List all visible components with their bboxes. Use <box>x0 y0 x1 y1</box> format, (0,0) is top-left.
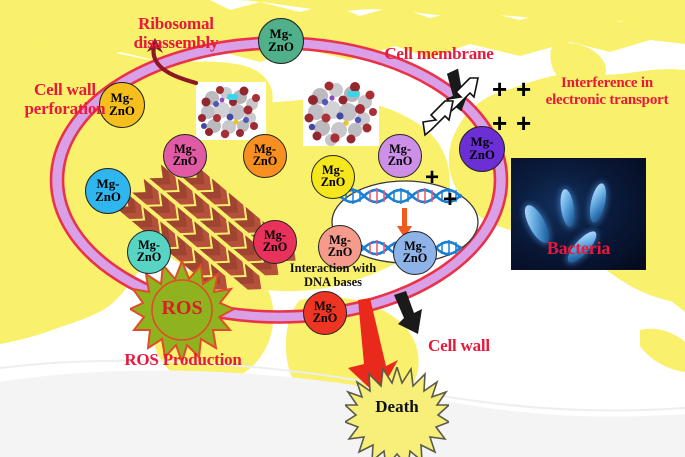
nanoparticle-gold-cellwall: Mg-ZnO <box>99 82 145 128</box>
nanoparticle-label-line: Mg- <box>404 239 426 254</box>
nanoparticle-label-line: ZnO <box>136 250 162 264</box>
nanoparticle-green-top: Mg-ZnO <box>258 18 304 64</box>
nanoparticle-label-line: ZnO <box>262 240 288 254</box>
nanoparticle-label-line: ZnO <box>402 251 428 265</box>
nanoparticle-crimson: Mg-ZnO <box>253 220 297 264</box>
nanoparticle-label-line: Mg- <box>470 135 494 150</box>
nanoparticle-red-bottom: Mg-ZnO <box>303 291 347 335</box>
positive-charge-symbol: + <box>492 74 508 104</box>
label-cell-wall-perforation: Cell wall perforation <box>24 80 106 119</box>
nanoparticle-label-line: Mg- <box>254 142 276 157</box>
positive-charge-symbol: + <box>516 74 532 104</box>
nanoparticle-label-line: ZnO <box>327 245 353 259</box>
nanoparticle-label-line: Mg- <box>389 142 411 157</box>
nanoparticle-salmon-dna: Mg-ZnO <box>318 225 362 269</box>
label-cell-wall: Cell wall <box>428 336 490 355</box>
nanoparticle-cyan-left: Mg-ZnO <box>85 168 131 214</box>
positive-charge-symbol: + <box>425 164 440 191</box>
ribosome-structure-left <box>196 82 266 140</box>
positive-charge-symbol: + <box>516 108 532 138</box>
ros-burst-star <box>130 259 234 363</box>
label-ribosomal-disassembly: Ribosomal disassembly <box>133 14 219 53</box>
label-cell-membrane: Cell membrane <box>384 44 494 63</box>
nanoparticle-lightblue-dna: Mg-ZnO <box>393 231 437 275</box>
nanoparticle-orange: Mg-ZnO <box>243 134 287 178</box>
nanoparticle-label-line: ZnO <box>469 148 495 162</box>
ribosome-structure-right <box>303 78 379 146</box>
label-bacteria: Bacteria <box>546 238 611 258</box>
death-label: Death <box>375 397 419 416</box>
nanoparticle-label-line: ZnO <box>109 104 135 118</box>
nanoparticle-label-line: Mg- <box>269 27 293 42</box>
dna-damage-arrow <box>397 208 412 238</box>
nanoparticle-label-line: ZnO <box>268 40 294 54</box>
nanoparticle-label-line: Mg- <box>174 142 196 157</box>
nanoparticle-label-line: Mg- <box>110 91 134 106</box>
label-interference-electronic-transport: Interference in electronic transport <box>545 75 669 108</box>
death-burst-star <box>345 367 449 457</box>
nanoparticle-label-line: ZnO <box>252 154 278 168</box>
globe-shadow-arc <box>0 370 685 457</box>
nanoparticle-label-line: Mg- <box>138 238 160 253</box>
membrane-transport-double-arrow <box>422 77 479 137</box>
positive-charge-symbol: + <box>443 186 458 213</box>
positive-charge-symbol: + <box>492 108 508 138</box>
nanoparticle-label-line: Mg- <box>264 228 286 243</box>
label-ros-production: ROS Production <box>124 350 242 369</box>
label-interaction-dna-bases: Interaction with DNA bases <box>289 261 377 289</box>
nanoparticle-label-line: Mg- <box>314 299 336 314</box>
ribosomal-disassembly-arrow <box>147 38 199 86</box>
nanoparticle-label-line: ZnO <box>312 311 338 325</box>
ros-core-label: ROS <box>161 297 203 319</box>
nanoparticle-violet-membrane: Mg-ZnO <box>459 126 505 172</box>
nanoparticle-label-line: Mg- <box>96 177 120 192</box>
nanoparticle-pink-magenta: Mg-ZnO <box>163 134 207 178</box>
nanoparticle-yellow-dna: Mg-ZnO <box>311 155 355 199</box>
bacteria-image <box>511 158 646 270</box>
nanoparticle-label-line: ZnO <box>172 154 198 168</box>
nanoparticle-label-line: Mg- <box>329 233 351 248</box>
nanoparticle-lilac-dna: Mg-ZnO <box>378 134 422 178</box>
nanoparticle-label-line: ZnO <box>320 175 346 189</box>
nanoparticle-label-line: ZnO <box>95 190 121 204</box>
nanoparticle-label-line: Mg- <box>322 163 344 178</box>
nanoparticle-teal-ros: Mg-ZnO <box>127 230 171 274</box>
nanoparticle-label-line: ZnO <box>387 154 413 168</box>
cell-wall-pointer-arrow <box>394 291 422 334</box>
